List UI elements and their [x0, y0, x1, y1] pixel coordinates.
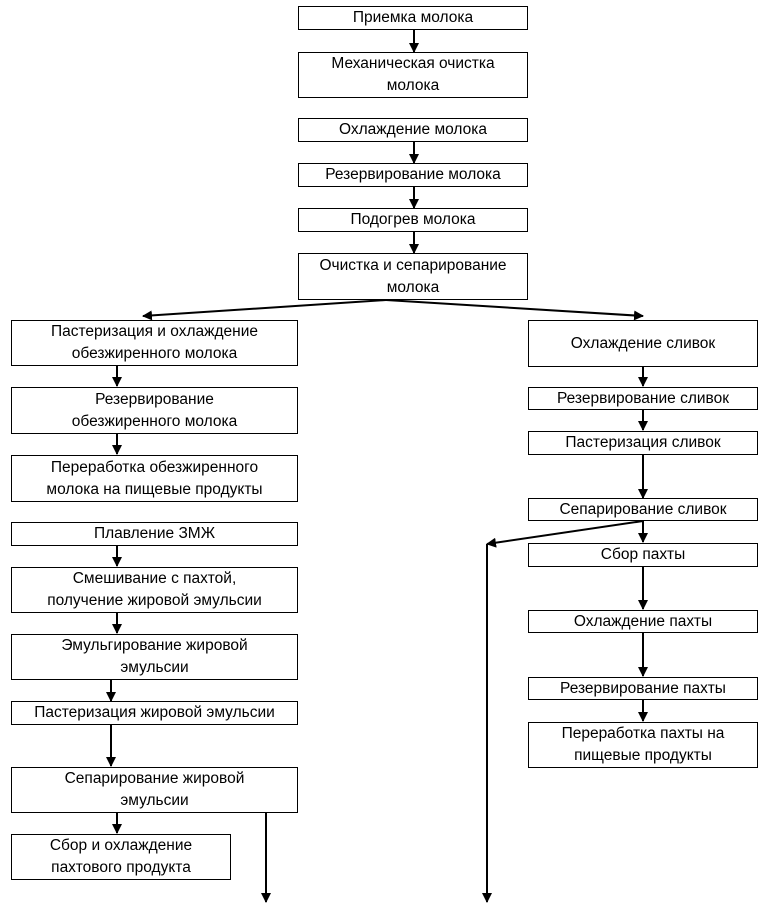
arrow-separate-to-cream — [385, 299, 644, 321]
step-cream-separate: Сепарирование сливок — [528, 498, 758, 521]
step-emulsion-pasteurize: Пастеризация жировой эмульсии — [11, 701, 298, 725]
step-cream-cool: Охлаждение сливок — [528, 320, 758, 367]
step-skim-process: Переработка обезжиренного молока на пище… — [11, 455, 298, 502]
step-cool-milk: Охлаждение молока — [298, 118, 528, 142]
step-skim-pasteurize-cool: Пастеризация и охлаждение обезжиренного … — [11, 320, 298, 366]
step-buttermilk-reserve: Резервирование пахты — [528, 677, 758, 700]
step-emulsify: Эмульгирование жировой эмульсии — [11, 634, 298, 680]
arrow-separate-to-skim — [142, 299, 387, 321]
step-skim-reserve: Резервирование обезжиренного молока — [11, 387, 298, 434]
step-heat-milk: Подогрев молока — [298, 208, 528, 232]
step-receive-milk: Приемка молока — [298, 6, 528, 30]
step-buttermilk-process: Переработка пахты на пищевые продукты — [528, 722, 758, 768]
step-cream-pasteurize: Пастеризация сливок — [528, 431, 758, 455]
step-clean-separate-milk: Очистка и сепарирование молока — [298, 253, 528, 300]
step-mix-buttermilk: Смешивание с пахтой, получение жировой э… — [11, 567, 298, 613]
step-buttermilk-collect: Сбор пахты — [528, 543, 758, 567]
step-mechanical-cleaning: Механическая очистка молока — [298, 52, 528, 98]
step-cream-reserve: Резервирование сливок — [528, 387, 758, 410]
step-emulsion-separate: Сепарирование жировой эмульсии — [11, 767, 298, 813]
step-buttermilk-product: Сбор и охлаждение пахтового продукта — [11, 834, 231, 880]
step-reserve-milk: Резервирование молока — [298, 163, 528, 187]
step-buttermilk-cool: Охлаждение пахты — [528, 610, 758, 633]
step-melt-amf: Плавление ЗМЖ — [11, 522, 298, 546]
arrow-cream-separate-outflow — [486, 520, 644, 548]
